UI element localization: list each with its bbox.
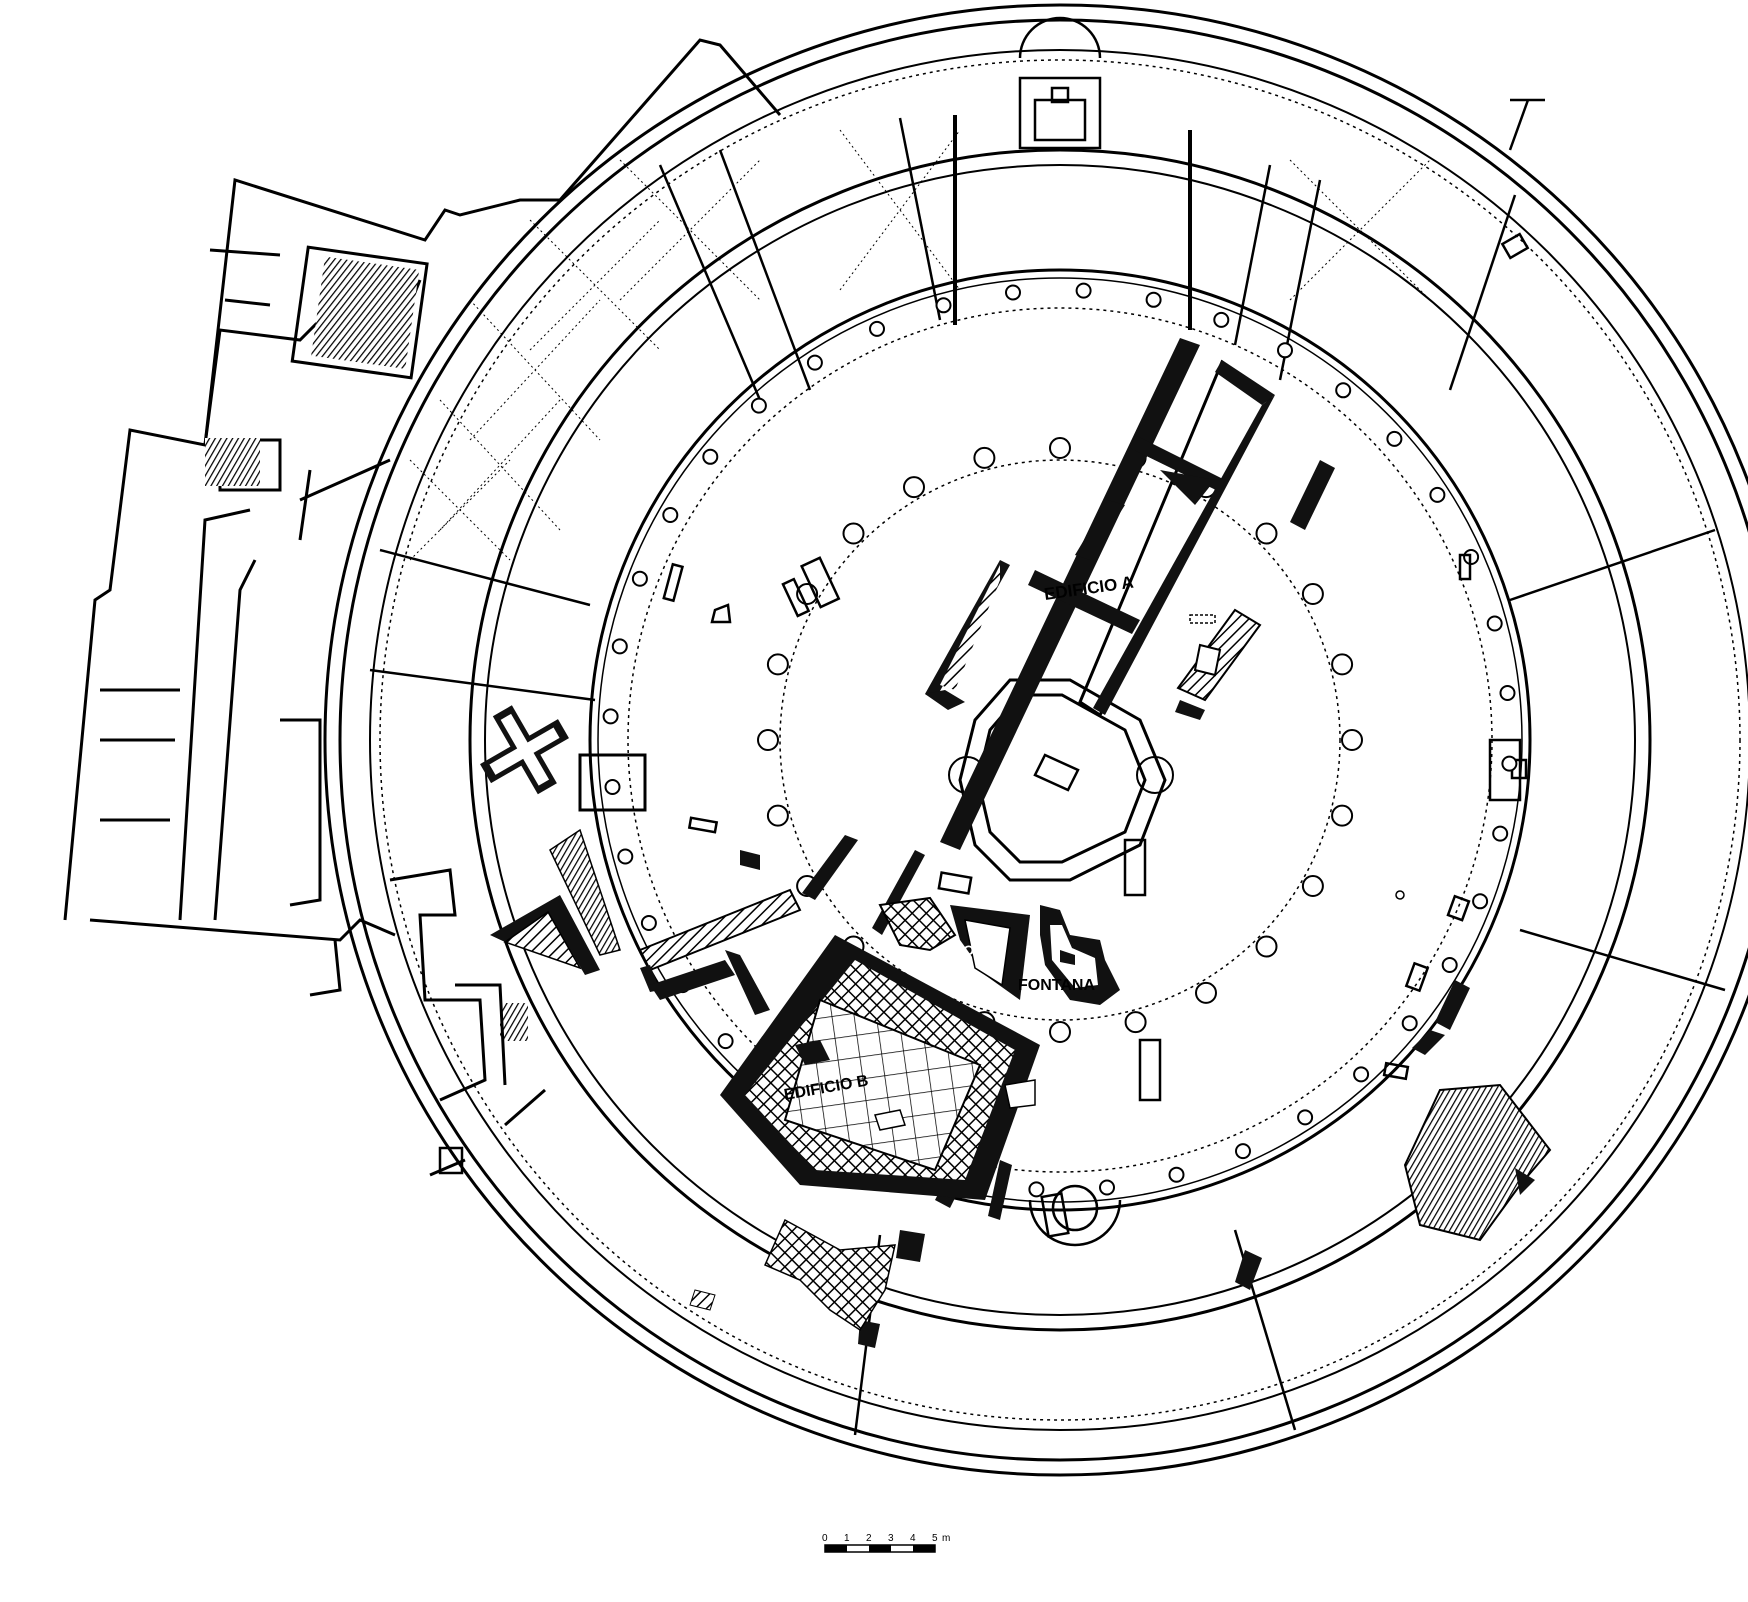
- sw-strip: [638, 888, 802, 1015]
- column: [1075, 282, 1092, 299]
- column: [1492, 825, 1509, 842]
- column: [631, 570, 648, 587]
- outer-ring: [323, 3, 1748, 1477]
- edificio-a: [925, 338, 1275, 850]
- column: [842, 522, 865, 545]
- column: [766, 804, 789, 827]
- label-fontana: FONTANA: [1018, 977, 1095, 994]
- column: [604, 779, 621, 795]
- column: [1099, 1179, 1115, 1196]
- column: [1049, 1021, 1071, 1043]
- label-torre: TORRE: [955, 942, 1004, 958]
- column: [1028, 1181, 1045, 1198]
- column: [1301, 583, 1324, 605]
- scale-tick-label: 4: [910, 1533, 916, 1544]
- column: [1499, 685, 1516, 701]
- column: [1168, 1166, 1185, 1183]
- column: [766, 653, 789, 676]
- column: [903, 476, 925, 499]
- column: [717, 1033, 734, 1050]
- column: [1235, 1143, 1251, 1160]
- column: [1145, 291, 1162, 308]
- east-mosaic: [1403, 1083, 1552, 1242]
- column: [662, 507, 679, 523]
- column: [640, 915, 657, 931]
- column: [1277, 342, 1293, 359]
- scale-tick-label: 0: [822, 1533, 828, 1544]
- column: [602, 708, 619, 725]
- inner-ring: [588, 268, 1532, 1212]
- column: [1441, 957, 1458, 973]
- column: [1301, 875, 1324, 897]
- column: [1124, 1011, 1147, 1034]
- column: [1335, 382, 1352, 399]
- column: [1049, 437, 1071, 459]
- column: [869, 320, 885, 337]
- column: [617, 848, 634, 865]
- column: [1401, 1015, 1418, 1032]
- octagon-south-wall: [1033, 753, 1147, 897]
- column: [1297, 1109, 1314, 1126]
- column: [1195, 981, 1217, 1004]
- south-floor-fragment: [689, 1218, 896, 1332]
- column: [1341, 729, 1363, 751]
- column: [1255, 522, 1278, 545]
- wall-fragments: [662, 553, 1472, 1238]
- scale-tick-label: 3: [888, 1533, 894, 1544]
- column: [1429, 486, 1446, 503]
- vault-lines: [409, 129, 1431, 561]
- column: [757, 729, 779, 751]
- column: [1486, 615, 1503, 632]
- west-wedge: [490, 828, 621, 975]
- column: [1213, 311, 1230, 328]
- column: [1501, 755, 1518, 772]
- column: [1472, 893, 1489, 910]
- column: [1331, 653, 1354, 676]
- ring-details: [438, 98, 1545, 1175]
- west-rooms: [389, 753, 647, 1177]
- column: [702, 448, 719, 465]
- apse-north: [1018, 16, 1102, 150]
- colonnade-outer: [602, 282, 1518, 1198]
- column: [1353, 1066, 1370, 1083]
- torre: [878, 896, 1030, 1000]
- fontana: [1040, 905, 1120, 1005]
- column: [1386, 430, 1403, 447]
- column: [973, 446, 996, 469]
- column: [1331, 804, 1354, 827]
- cross-fragment: [480, 705, 569, 795]
- edificio-b: [720, 935, 1040, 1200]
- scale-tick-label: 5: [932, 1533, 938, 1544]
- column: [1255, 935, 1278, 958]
- radial-walls: [369, 115, 1726, 1436]
- scale-tick-label: 1: [844, 1533, 850, 1544]
- column: [750, 397, 767, 414]
- column: [806, 354, 823, 371]
- column: [611, 638, 628, 655]
- column: [1005, 284, 1021, 301]
- west-wing-stairs: [205, 256, 528, 1041]
- column: [935, 297, 952, 314]
- scale-unit: m: [942, 1533, 950, 1544]
- scale-tick-label: 2: [866, 1533, 872, 1544]
- east-hatched-block: [1175, 608, 1262, 720]
